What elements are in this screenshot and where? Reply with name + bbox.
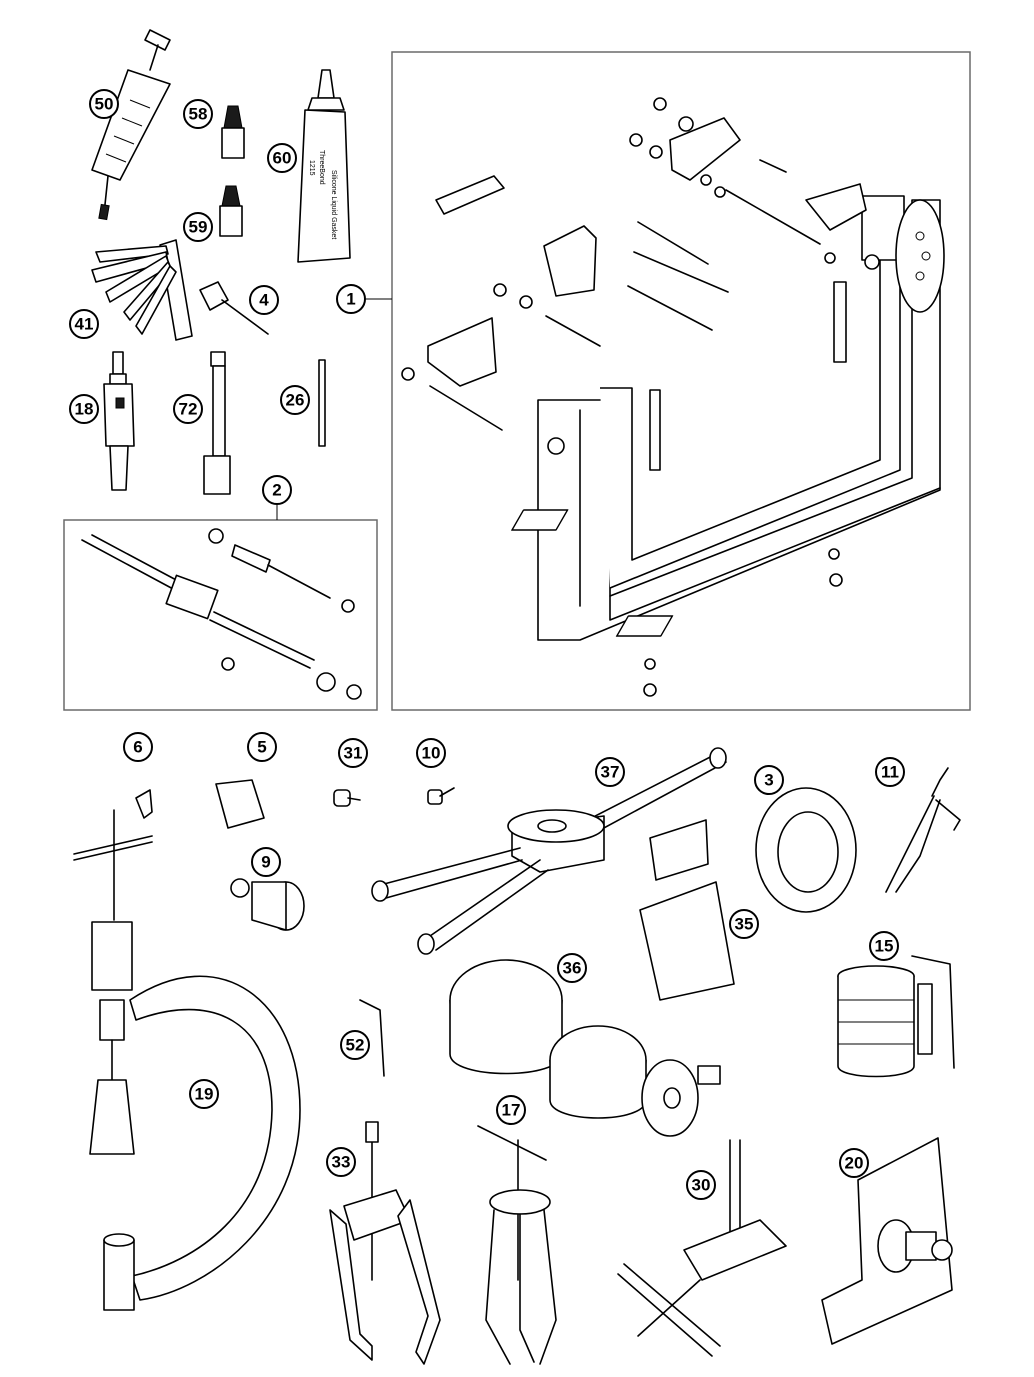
svg-text:11: 11 <box>881 763 899 782</box>
callout-2: 2 <box>262 475 292 505</box>
svg-text:60: 60 <box>273 149 292 168</box>
callout-72: 72 <box>173 394 203 424</box>
callout-17: 17 <box>496 1095 526 1125</box>
callout-6: 6 <box>123 732 153 762</box>
callout-60: 60 <box>267 143 297 173</box>
callout-1: 1 <box>336 284 366 314</box>
valve-spring-compressor-19 <box>73 809 301 1311</box>
svg-text:2: 2 <box>272 481 281 500</box>
syringe-part <box>91 29 171 221</box>
sleeve-set-36 <box>449 959 699 1137</box>
locking-disc-3 <box>755 787 857 913</box>
svg-text:35: 35 <box>735 915 754 934</box>
tool-30 <box>617 1139 787 1357</box>
callout-15: 15 <box>869 931 899 961</box>
callout-4: 4 <box>249 285 279 315</box>
callout-59: 59 <box>183 212 213 242</box>
threebond-tube: ThreeBond 1215 Silicone Liquid Gasket <box>297 69 351 263</box>
callout-52: 52 <box>340 1030 370 1060</box>
feeler-gauge <box>91 239 193 341</box>
svg-text:17: 17 <box>502 1101 521 1120</box>
callout-58: 58 <box>183 99 213 129</box>
svg-text:5: 5 <box>257 738 266 757</box>
puller-33 <box>329 1121 441 1365</box>
holding-plate-20 <box>821 1137 953 1345</box>
puller-72 <box>203 351 231 495</box>
callout-35: 35 <box>729 909 759 939</box>
sealant-bottle-58 <box>221 105 245 159</box>
callout-37: 37 <box>595 757 625 787</box>
svg-text:6: 6 <box>133 738 142 757</box>
sealant-bottle-59 <box>219 185 243 237</box>
pin-26 <box>318 359 326 447</box>
callout-41: 41 <box>69 309 99 339</box>
pliers-11 <box>885 767 961 893</box>
bolt-31 <box>333 789 361 807</box>
callout-9: 9 <box>251 847 281 877</box>
callout-3: 3 <box>754 765 784 795</box>
callout-50: 50 <box>89 89 119 119</box>
puller-kit-2 <box>81 528 362 700</box>
svg-text:72: 72 <box>179 400 198 419</box>
hex-key-52 <box>359 999 385 1077</box>
svg-text:41: 41 <box>75 315 94 334</box>
slide-hammer-18 <box>103 351 135 491</box>
svg-text:30: 30 <box>692 1176 711 1195</box>
svg-text:52: 52 <box>346 1036 365 1055</box>
piston-ring-compressor-15 <box>837 955 955 1078</box>
puller-kit-frame-box <box>63 519 378 711</box>
tube-brand-text: ThreeBond <box>318 150 325 185</box>
callout-5: 5 <box>247 732 277 762</box>
callout-26: 26 <box>280 385 310 415</box>
piston-ring-tool-4 <box>199 281 269 335</box>
svg-text:19: 19 <box>195 1085 214 1104</box>
callout-36: 36 <box>557 953 587 983</box>
callout-31: 31 <box>338 738 368 768</box>
sleeve-5 <box>215 779 265 829</box>
holder-37 <box>371 747 727 955</box>
callout-30: 30 <box>686 1170 716 1200</box>
callout-18: 18 <box>69 394 99 424</box>
callout-11: 11 <box>875 757 905 787</box>
svg-text:9: 9 <box>261 853 270 872</box>
screw-10 <box>427 787 455 805</box>
svg-text:31: 31 <box>344 744 363 763</box>
callout-10: 10 <box>416 738 446 768</box>
svg-text:33: 33 <box>332 1153 351 1172</box>
svg-text:50: 50 <box>95 95 114 114</box>
svg-text:3: 3 <box>764 771 773 790</box>
svg-text:10: 10 <box>422 744 441 763</box>
cone-6 <box>135 789 153 819</box>
svg-text:15: 15 <box>875 937 894 956</box>
svg-text:1: 1 <box>346 290 355 309</box>
tube-number-text: 1215 <box>308 160 315 176</box>
svg-text:18: 18 <box>75 400 94 419</box>
engine-stand-frame-box <box>391 51 971 711</box>
callout-20: 20 <box>839 1148 869 1178</box>
svg-text:26: 26 <box>286 391 305 410</box>
callout-19: 19 <box>189 1079 219 1109</box>
svg-text:59: 59 <box>189 218 208 237</box>
callout-33: 33 <box>326 1147 356 1177</box>
tube-note-text: Silicone Liquid Gasket <box>330 170 337 239</box>
puller-17 <box>477 1125 557 1365</box>
svg-text:36: 36 <box>563 959 582 978</box>
holding-plate-35 <box>639 819 735 1085</box>
svg-text:58: 58 <box>189 105 208 124</box>
svg-text:37: 37 <box>601 763 620 782</box>
engine-stand-1 <box>401 97 945 697</box>
svg-text:20: 20 <box>845 1154 864 1173</box>
adapter-9 <box>230 878 305 931</box>
svg-text:4: 4 <box>259 291 269 310</box>
